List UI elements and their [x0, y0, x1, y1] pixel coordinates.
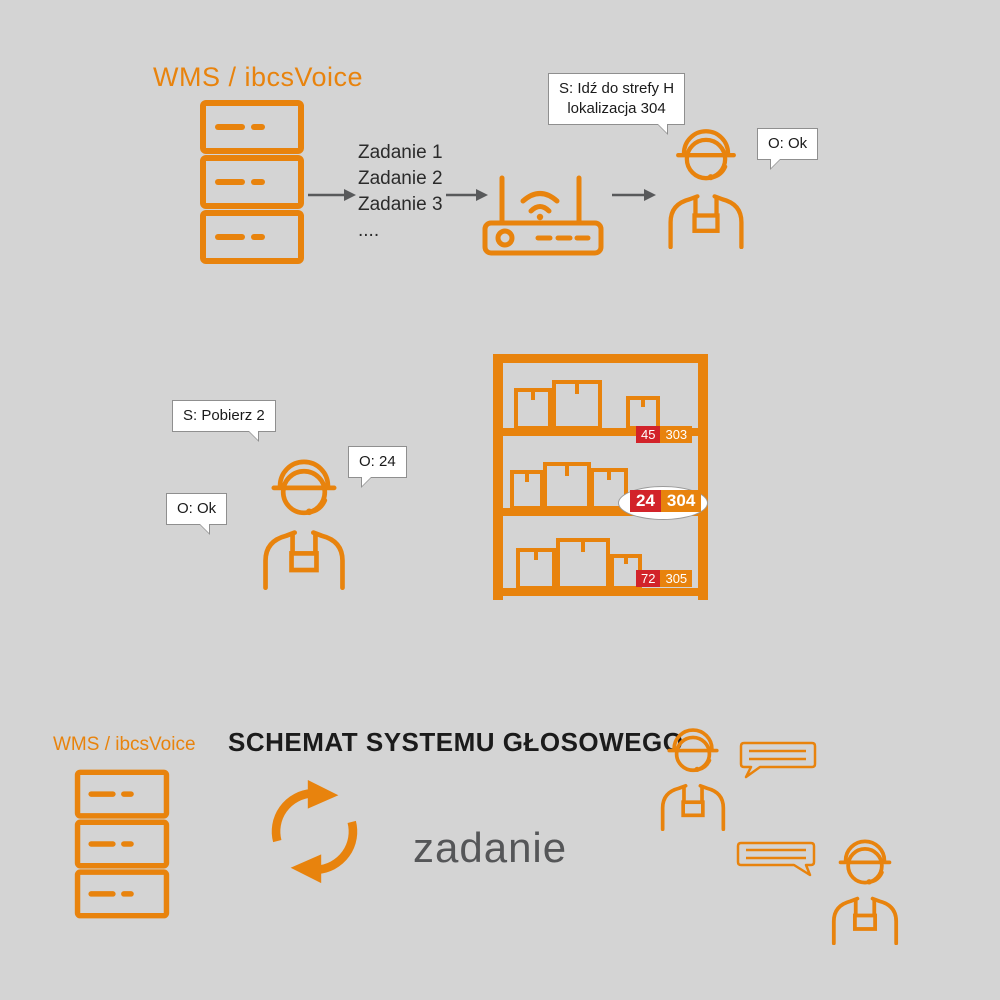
worker-headset-icon	[816, 827, 914, 945]
shelf-label-305: 72 305	[636, 570, 693, 587]
sync-arrows-icon	[262, 772, 367, 892]
task-item: Zadanie 3	[358, 194, 443, 215]
system-speech-bubble: S: Idź do strefy H lokalizacja 304	[548, 73, 686, 135]
system-speech-line1: S: Idź do strefy H	[559, 80, 675, 97]
server-stack-icon	[198, 98, 306, 266]
shelf-label-qty: 72	[636, 570, 661, 587]
task-item: Zadanie 1	[358, 142, 443, 163]
diagram-title: SCHEMAT SYSTEMU GŁOSOWEGO	[228, 727, 684, 757]
speech-lines-bubble-icon	[736, 740, 820, 780]
worker-headset-icon	[658, 115, 754, 249]
server-stack-icon	[73, 763, 171, 925]
task-item: Zadanie 2	[358, 168, 443, 189]
speech-lines-bubble-icon	[732, 840, 820, 878]
wms-title-bottom: WMS / ibcsVoice	[53, 734, 196, 755]
system-speech-line2: lokalizacja 304	[567, 100, 666, 117]
worker-headset-icon	[252, 444, 356, 590]
shelf-rack-icon	[488, 352, 713, 602]
arrow-router-to-worker-icon	[612, 187, 656, 203]
arrow-tasks-to-router-icon	[446, 187, 488, 203]
shelf-label-qty: 45	[636, 426, 661, 443]
shelf-label-location: 303	[660, 426, 693, 443]
task-item: ....	[358, 220, 380, 241]
shelf-label-qty: 24	[630, 490, 661, 512]
picking-system-bubble: S: Pobierz 2	[172, 400, 276, 442]
wifi-router-icon	[478, 168, 608, 263]
worker-headset-icon	[652, 716, 734, 831]
operator-speech-bubble: O: Ok	[757, 128, 819, 170]
picking-operator-qty-bubble: O: 24	[348, 446, 407, 488]
shelf-label-location: 304	[660, 490, 702, 512]
server-stack-svg	[200, 100, 304, 264]
shelf-label-location: 305	[660, 570, 693, 587]
task-list: Zadanie 1 Zadanie 2 Zadanie 3 ....	[358, 140, 443, 244]
shelf-label-303: 45 303	[636, 426, 693, 443]
wms-title-top: WMS / ibcsVoice	[153, 62, 364, 92]
task-word-label: zadanie	[413, 824, 568, 871]
shelf-label-304: 24 304	[630, 490, 702, 512]
arrow-server-to-tasks-icon	[308, 187, 356, 203]
picking-operator-ok-bubble: O: Ok	[166, 493, 228, 535]
